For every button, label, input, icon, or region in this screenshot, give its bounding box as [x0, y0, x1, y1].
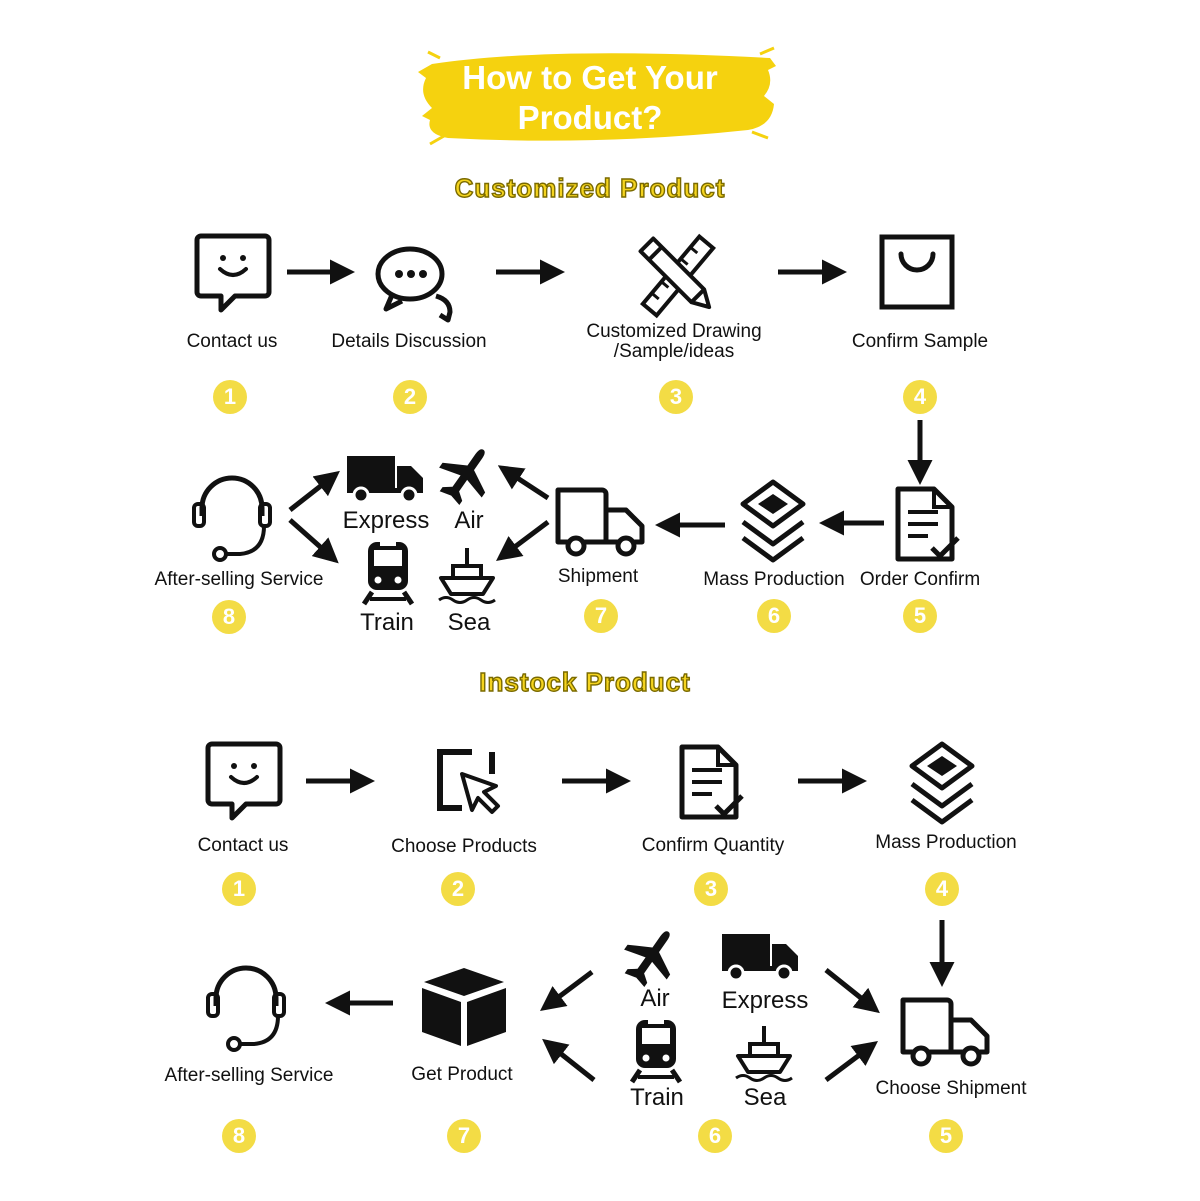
layers-icon: [912, 744, 972, 822]
step-number: 8: [222, 1119, 256, 1153]
transport-label-express: Express: [342, 507, 430, 534]
step-label-customized-drawing: Customized Drawing /Sample/ideas: [586, 322, 761, 362]
step-label-get-product: Get Product: [411, 1064, 513, 1085]
step-number: 4: [903, 380, 937, 414]
step-number: 1: [222, 872, 256, 906]
step-label-mass-production: Mass Production: [875, 832, 1017, 853]
instock-flow-arrows: [306, 768, 955, 1082]
instock-heading: Instock Product: [479, 666, 691, 697]
step-label-contact-us: Contact us: [186, 331, 278, 352]
drawing-tools-icon: [638, 234, 718, 318]
step-number: 3: [694, 872, 728, 906]
step-number: 6: [757, 599, 791, 633]
document-check-icon: [898, 489, 958, 559]
step-label-choose-products: Choose Products: [391, 836, 537, 857]
ship-icon: [437, 546, 497, 605]
step-number: 1: [213, 380, 247, 414]
transport-label-train: Train: [360, 609, 414, 636]
express-truck-icon: [345, 454, 425, 504]
transport-label-air: Air: [640, 985, 670, 1012]
airplane-icon: [613, 916, 690, 996]
step-number: 7: [584, 599, 618, 633]
train-icon: [364, 542, 412, 604]
page-title-line1: How to Get Your: [462, 59, 718, 96]
delivery-truck-icon: [558, 490, 642, 554]
step-number: 2: [393, 380, 427, 414]
step-label-mass-production: Mass Production: [703, 569, 845, 590]
package-box-icon: [422, 968, 506, 1046]
headset-icon: [194, 478, 270, 560]
step-label-shipment: Shipment: [557, 566, 639, 587]
step-label-confirm-sample: Confirm Sample: [851, 331, 989, 352]
select-cursor-icon: [440, 752, 498, 812]
page-title-line2: Product?: [517, 99, 663, 136]
step-number: 8: [212, 600, 246, 634]
transport-label-air: Air: [454, 507, 484, 534]
transport-label-sea: Sea: [447, 609, 491, 636]
delivery-truck-icon: [903, 1000, 987, 1064]
customized-heading: Customized Product: [454, 172, 726, 203]
express-truck-icon: [720, 932, 800, 982]
step-label-customized-drawing-line2: /Sample/ideas: [613, 340, 735, 362]
document-check-icon: [682, 747, 742, 817]
step-number: 6: [698, 1119, 732, 1153]
customized-flow-arrows: [287, 259, 933, 564]
step-number: 5: [903, 599, 937, 633]
shopping-bag-icon: [882, 237, 952, 307]
step-label-customized-drawing-line1: Customized Drawing: [586, 321, 762, 342]
train-icon: [632, 1020, 680, 1082]
speech-bubbles-icon: [378, 249, 450, 320]
layers-icon: [743, 482, 803, 560]
step-label-contact-us: Contact us: [197, 835, 289, 856]
headset-icon: [208, 968, 284, 1050]
chat-icon: [197, 236, 269, 310]
step-number: 7: [447, 1119, 481, 1153]
page-title: How to Get Your Product?: [462, 58, 717, 138]
step-number: 5: [929, 1119, 963, 1153]
step-label-confirm-quantity: Confirm Quantity: [641, 835, 785, 856]
ship-icon: [734, 1024, 794, 1083]
airplane-icon: [428, 434, 505, 514]
step-label-details-discussion: Details Discussion: [331, 331, 487, 352]
chat-icon: [208, 744, 280, 818]
step-label-after-selling-service: After-selling Service: [164, 1065, 334, 1086]
step-label-choose-shipment: Choose Shipment: [875, 1078, 1027, 1099]
transport-label-express: Express: [721, 987, 809, 1014]
transport-label-train: Train: [630, 1084, 684, 1111]
step-number: 2: [441, 872, 475, 906]
step-label-after-selling-service: After-selling Service: [154, 569, 324, 590]
step-label-order-confirm: Order Confirm: [859, 569, 981, 590]
step-number: 3: [659, 380, 693, 414]
title-brush-stroke: [418, 46, 776, 146]
step-number: 4: [925, 872, 959, 906]
transport-label-sea: Sea: [743, 1084, 787, 1111]
